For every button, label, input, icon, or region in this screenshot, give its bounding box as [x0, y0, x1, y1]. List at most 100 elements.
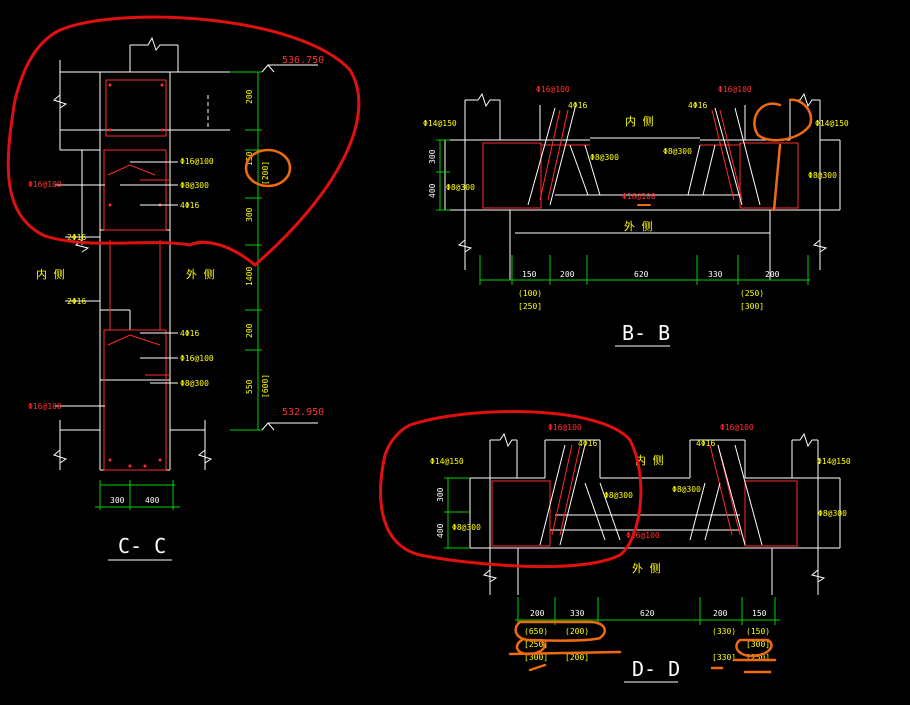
bb-tag-phi14-150-left: Φ14@150: [423, 119, 457, 128]
bb-tag-phi8-300-left: Φ8@300: [446, 183, 475, 192]
cc-dim-1400: 1400: [245, 267, 254, 286]
dd-tag-phi14-150-left: Φ14@150: [430, 457, 464, 466]
cc-leader-lines: [55, 161, 178, 407]
cc-tag-phi8-300-a: Φ8@300: [180, 181, 209, 190]
cc-dim-300: 300: [245, 207, 254, 222]
markup-annotations: [6, 15, 813, 674]
cc-tag-phi16-100-c: Φ16@100: [180, 354, 214, 363]
dd-tag-phi8-300-left: Φ8@300: [452, 523, 481, 532]
bb-dim-330: 330: [708, 270, 723, 279]
bb-tag-phi8-300-a: Φ8@300: [590, 153, 619, 162]
bb-tag-phi16-100-top: Φ16@100: [536, 85, 570, 94]
dd-alt-row2-b: [300]: [746, 640, 770, 649]
dd-tag-phi16-100-left: Φ16@100: [548, 423, 582, 432]
bb-tag-phi8-300-right: Φ8@300: [808, 171, 837, 180]
markup-cc-orange-circle: [244, 148, 292, 188]
bb-tag-4phi16-left: 4Φ16: [568, 101, 587, 110]
cc-elevation-markers: [261, 64, 318, 431]
dd-tag-4phi16-right: 4Φ16: [696, 439, 715, 448]
section-dd: 200 330 620 200 150 (650) (200) (330) (1…: [430, 423, 851, 683]
bb-alt-right-2: [300]: [740, 302, 764, 311]
dd-tag-phi8-300-a: Φ8@300: [604, 491, 633, 500]
cc-rebar: [103, 79, 170, 471]
cc-tag-phi8-300-b: Φ8@300: [180, 379, 209, 388]
cc-tag-2phi16-a: 2Φ16: [67, 233, 86, 242]
bb-alt-left-2: [250]: [518, 302, 542, 311]
dd-section-title: D- D: [632, 657, 680, 681]
bb-tag-phi16-100-center: Φ16@100: [622, 192, 656, 201]
cc-inner-label: 内 侧: [36, 267, 65, 281]
bb-tag-phi8-300-b: Φ8@300: [663, 147, 692, 156]
dd-tag-phi14-150-right: Φ14@150: [817, 457, 851, 466]
cc-elevation-bottom: 532.950: [282, 407, 324, 418]
cc-dim-400-horiz: 400: [145, 496, 160, 505]
bb-dim-620: 620: [634, 270, 649, 279]
dd-dim-300-vert: 300: [436, 487, 445, 502]
dd-tag-4phi16-left: 4Φ16: [578, 439, 597, 448]
dd-dim-400-vert: 400: [436, 523, 445, 538]
bb-dim-200-b: 200: [765, 270, 780, 279]
dd-inner-label: 内 侧: [635, 453, 664, 467]
dd-alt-row1-c: (330): [712, 627, 736, 636]
bb-inner-label: 内 侧: [625, 114, 654, 128]
bb-tag-4phi16-right: 4Φ16: [688, 101, 707, 110]
markup-dd-orange-bracket-left: [514, 620, 606, 642]
cc-dim-200-mid: 200: [245, 323, 254, 338]
markup-dd-orange-bracket-right: [528, 638, 777, 674]
dd-tag-phi16-100-center: Φ16@100: [626, 531, 660, 540]
dd-tag-phi8-300-right: Φ8@300: [818, 509, 847, 518]
markup-bb-orange-arc: [753, 98, 813, 212]
cc-outer-label: 外 侧: [186, 268, 215, 281]
cc-dim-550-alt: [600]: [261, 374, 270, 398]
dd-tag-phi8-300-b: Φ8@300: [672, 485, 701, 494]
cc-section-title: C- C: [118, 534, 166, 558]
dd-concrete-outline: [469, 432, 841, 595]
dd-alt-row3-c: [330]: [712, 653, 736, 662]
bb-section-title: B- B: [622, 321, 670, 345]
bb-rebar: [482, 109, 799, 209]
bb-dim-200-a: 200: [560, 270, 575, 279]
bb-dim-400-vert: 400: [428, 183, 437, 198]
bb-concrete-outline: [444, 92, 841, 280]
cc-tag-phi16-100-b: Φ16@100: [28, 180, 62, 189]
dd-alt-row2-a: [250]: [524, 640, 548, 649]
cc-concrete-outline: [52, 36, 230, 471]
cc-elevation-top: 536.750: [282, 55, 324, 66]
cc-tag-2phi16-b: 2Φ16: [67, 297, 86, 306]
dd-dim-330: 330: [570, 609, 585, 618]
cc-dim-550: 550: [245, 379, 254, 394]
bb-diagonal-bars: [527, 107, 761, 206]
bb-tag-phi16-100-right: Φ16@100: [718, 85, 752, 94]
dd-alt-row3-b: [200]: [565, 653, 589, 662]
bb-dimension-lines: [436, 139, 810, 285]
dd-alt-row3-d: [250]: [746, 653, 770, 662]
section-bb: 150 200 620 330 200 (100) [250] (250) [3…: [423, 85, 849, 347]
dd-diagonal-bars: [539, 444, 763, 546]
dd-tag-phi16-100-right: Φ16@100: [720, 423, 754, 432]
section-cc: 536.750 532.950 200 150 [200] 300 1400 2…: [28, 36, 324, 561]
bb-dim-300-vert: 300: [428, 149, 437, 164]
dd-dim-150: 150: [752, 609, 767, 618]
cc-tag-4phi16-a: 4Φ16: [180, 201, 199, 210]
cc-rebar-dots: [108, 83, 164, 468]
dd-outer-label: 外 侧: [632, 562, 661, 575]
dd-alt-row3-a: [300]: [524, 653, 548, 662]
markup-cc-red-loop: [6, 15, 361, 267]
bb-alt-left-1: (100): [518, 289, 542, 298]
cc-tag-4phi16-b: 4Φ16: [180, 329, 199, 338]
bb-alt-right-1: (250): [740, 289, 764, 298]
markup-dd-red-loop: [379, 409, 643, 569]
cc-tag-phi16-100-a: Φ16@100: [180, 157, 214, 166]
bb-tag-phi14-150-right: Φ14@150: [815, 119, 849, 128]
cc-dimension-lines: [95, 71, 262, 510]
cc-dim-200-top: 200: [245, 89, 254, 104]
dd-dim-200-a: 200: [530, 609, 545, 618]
bb-dim-150: 150: [522, 270, 537, 279]
dd-dim-200-b: 200: [713, 609, 728, 618]
cc-tag-phi16-100-d: Φ16@100: [28, 402, 62, 411]
dd-alt-row1-d: (150): [746, 627, 770, 636]
cc-dim-200-alt: [200]: [261, 161, 270, 185]
dd-alt-row1-a: (650): [524, 627, 548, 636]
bb-outer-label: 外 侧: [624, 220, 653, 233]
cc-dim-300-horiz: 300: [110, 496, 125, 505]
